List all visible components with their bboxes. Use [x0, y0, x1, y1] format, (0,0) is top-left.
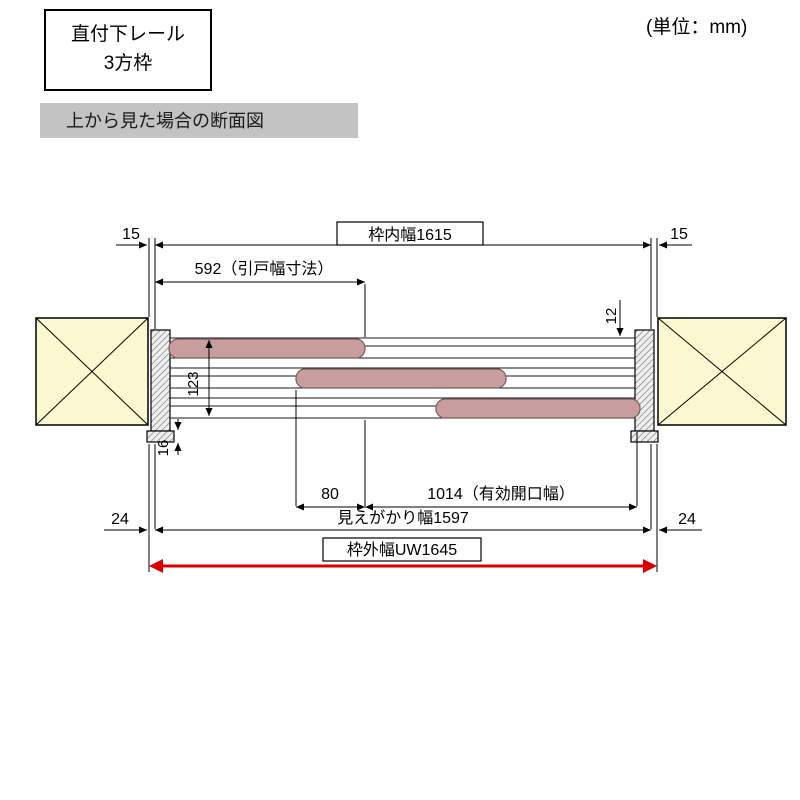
- right-wall: [657, 317, 787, 426]
- left-jamb-body: [150, 329, 171, 432]
- title-line-1: 直付下レール: [70, 24, 185, 45]
- dim-frame-15-right: 15: [659, 226, 692, 249]
- sliding-door-2: [295, 368, 507, 389]
- dim-door-width: 592（引戸幅寸法）: [155, 260, 365, 286]
- rail-height-label: 16: [155, 440, 172, 457]
- title-box: 直付下レール 3方枠: [44, 9, 212, 91]
- left-jamb-foot: [146, 430, 175, 443]
- title-line-2: 3方枠: [103, 53, 153, 75]
- wall-brace-line: [657, 317, 787, 426]
- sliding-door-3: [435, 398, 641, 419]
- outer-width-label: 枠外幅UW1645: [347, 541, 457, 559]
- effective-opening-label: 1014（有効開口幅）: [427, 485, 575, 503]
- right-jamb-foot: [630, 430, 659, 443]
- right-frame-jamb: [630, 329, 659, 443]
- dim-frame-15-left: 15: [116, 226, 147, 249]
- dim-visible-width: 見えがかり幅1597: [155, 509, 651, 534]
- section-label: 上から見た場合の断面図: [40, 103, 358, 138]
- rail-gap-label: 12: [603, 308, 620, 325]
- left-wall: [35, 317, 149, 426]
- extension-lines: [148, 238, 658, 572]
- wall-brace-line: [35, 317, 149, 426]
- dim-overlap: 80: [296, 486, 365, 511]
- red-arrowhead-left: [149, 559, 163, 573]
- dim-rail-height: 16: [155, 419, 182, 457]
- sliding-door-1: [168, 338, 366, 359]
- margin-left-label: 24: [111, 511, 129, 528]
- red-arrowhead-right: [643, 559, 657, 573]
- left-frame-jamb: [146, 329, 175, 443]
- frame-15-left-label: 15: [122, 226, 140, 243]
- inner-width-label: 枠内幅1615: [368, 226, 452, 244]
- outer-width-label-box: [322, 537, 482, 562]
- track-depth-label: 123: [185, 371, 202, 396]
- frame-15-right-label: 15: [670, 226, 688, 243]
- overlap-label: 80: [321, 486, 339, 503]
- dim-effective-opening: 1014（有効開口幅）: [365, 485, 637, 511]
- dim-track-depth: 123: [185, 340, 213, 416]
- dim-rail-gap: 12: [603, 300, 624, 336]
- visible-width-label: 見えがかり幅1597: [337, 509, 469, 527]
- right-jamb-body: [634, 329, 655, 432]
- dim-outer-width: 枠外幅UW1645: [149, 537, 657, 573]
- door-width-label: 592（引戸幅寸法）: [195, 260, 334, 278]
- inner-width-label-box: [336, 221, 484, 246]
- dim-margin-right: 24: [659, 511, 702, 534]
- margin-right-label: 24: [678, 511, 696, 528]
- dim-inner-width: 枠内幅1615: [155, 221, 651, 249]
- unit-label: (単位：mm): [646, 17, 748, 38]
- dim-margin-left: 24: [104, 511, 147, 534]
